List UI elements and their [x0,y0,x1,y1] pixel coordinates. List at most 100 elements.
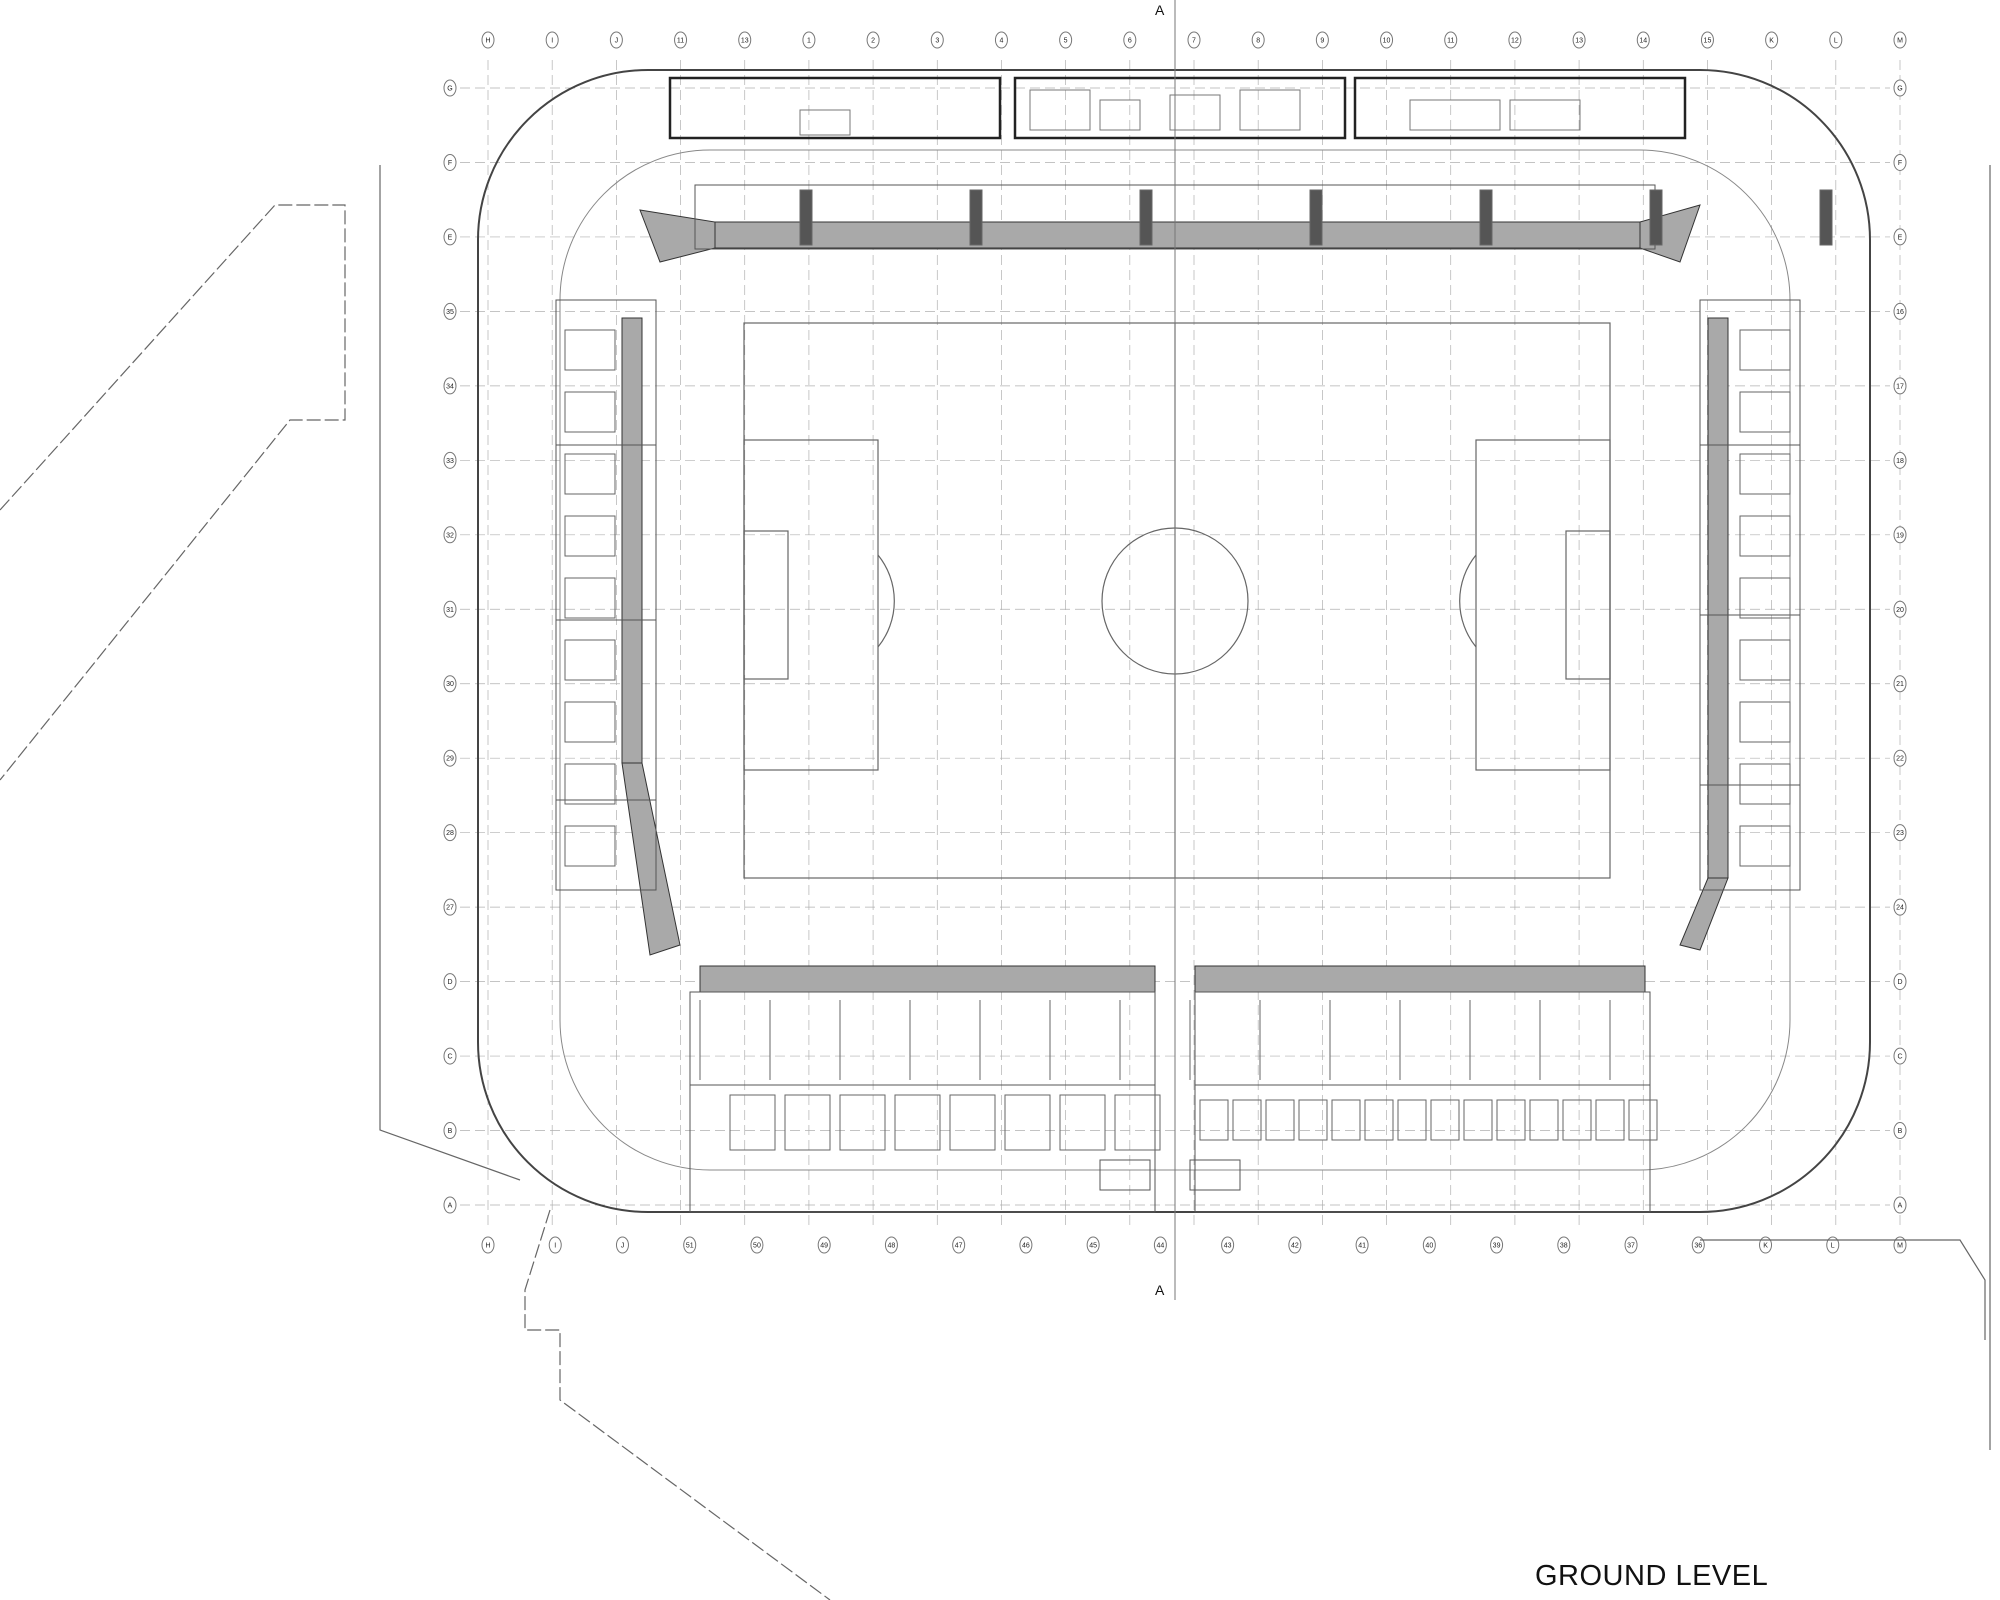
grid-bubble-label: M [1897,1243,1903,1250]
grid-bubble-bottom: 37 [1624,1236,1638,1254]
room [1232,1099,1262,1141]
grid-bubble-right: 17 [1893,377,1907,395]
column [799,189,813,246]
grid-bubble-right: 19 [1893,526,1907,544]
room [839,1094,886,1151]
column [1309,189,1323,246]
grid-bubble-label: K [1763,1243,1768,1250]
grid-bubble-left: 35 [443,302,457,320]
grid-bubble-bottom: 38 [1557,1236,1571,1254]
stand-rooms [564,189,1833,1151]
room [1199,1099,1229,1141]
grid-bubble-label: 44 [1156,1243,1164,1250]
column [1139,189,1153,246]
grid-bubble-top: 12 [1508,31,1522,49]
grid-bubble-bottom: 49 [817,1236,831,1254]
grid-bubble-top: M [1893,31,1907,49]
room [1059,1094,1106,1151]
grid-bubble-left: 34 [443,377,457,395]
grid-bubble-right: B [1893,1122,1907,1140]
grid-bubble-left: D [443,973,457,991]
column [1819,189,1833,246]
grid-bubble-label: 6 [1128,38,1132,45]
grid-bubble-bottom: 43 [1221,1236,1235,1254]
room [564,701,616,743]
grid-bubble-label: 32 [446,532,454,539]
grid-bubble-label: 8 [1256,38,1260,45]
grid-bubble-right: 24 [1893,898,1907,916]
grid-bubble-left: 30 [443,675,457,693]
room [1739,329,1791,371]
grid-bubble-label: F [1898,160,1902,167]
grid-bubble-top: 9 [1315,31,1329,49]
room [1628,1099,1658,1141]
grid-bubble-label: 14 [1639,38,1647,45]
grid-bubble-label: 5 [1064,38,1068,45]
grid-bubble-top: L [1829,31,1843,49]
room [564,763,616,805]
grid-bubble-bottom: 47 [952,1236,966,1254]
grid-bubble-bottom: 44 [1153,1236,1167,1254]
grid-bubble-label: 35 [446,309,454,316]
grid-bubble-label: 11 [677,38,684,45]
grid-bubble-bottom: 40 [1422,1236,1436,1254]
grid-bubble-label: 30 [446,681,454,688]
grid-bubble-label: 28 [446,830,454,837]
grid-bubble-label: 39 [1493,1243,1501,1250]
grid-bubble-right: 21 [1893,675,1907,693]
grid-bubble-label: 20 [1896,607,1904,614]
grid-bubble-label: 13 [1575,38,1583,45]
grid-bubble-top: K [1765,31,1779,49]
grid-bubble-label: L [1834,38,1838,45]
column [1479,189,1493,246]
grid-bubble-right: 22 [1893,749,1907,767]
grid-bubble-label: 10 [1383,38,1391,45]
grid-bubble-label: 19 [1896,532,1904,539]
room [1430,1099,1460,1141]
grid-bubble-right: E [1893,228,1907,246]
grid-bubble-top: 11 [674,31,688,49]
grid-bubble-top: 1 [802,31,816,49]
grid-bubble-left: B [443,1122,457,1140]
grid-bubble-label: A [448,1203,453,1210]
grid-bubble-top: 3 [930,31,944,49]
grid-bubble-label: 50 [753,1243,761,1250]
grid-bubble-bottom: 46 [1019,1236,1033,1254]
grid-bubble-left: 31 [443,600,457,618]
room [564,453,616,495]
grid-bubble-top: 13 [1572,31,1586,49]
grid-bubble-bottom: I [548,1236,562,1254]
grid-bubble-bottom: L [1826,1236,1840,1254]
room [1265,1099,1295,1141]
grid-bubble-top: 11 [1444,31,1458,49]
grid-bubble-right: 18 [1893,451,1907,469]
grid-bubble-bottom: 50 [750,1236,764,1254]
grid-bubble-label: 51 [686,1243,694,1250]
room [1004,1094,1051,1151]
grid-bubble-label: 43 [1224,1243,1232,1250]
grid-bubble-top: 8 [1251,31,1265,49]
grid-bubble-right: 16 [1893,302,1907,320]
room [1739,825,1791,867]
football-pitch [743,322,1611,879]
room [564,515,616,557]
room [729,1094,776,1151]
grid-bubble-top: 13 [738,31,752,49]
grid-bubble-label: I [554,1243,556,1250]
grid-bubble-label: 38 [1560,1243,1568,1250]
grid-bubble-label: 33 [446,458,454,465]
grid-bubble-label: C [1897,1054,1902,1061]
stand-frames [555,184,1801,1213]
grid-bubble-right: 23 [1893,824,1907,842]
grid-bubble-top: 5 [1059,31,1073,49]
grid-bubble-label: 2 [871,38,875,45]
grid-bubble-label: D [1897,979,1902,986]
grid-bubble-label: 23 [1896,830,1904,837]
grid-bubble-bottom: 41 [1355,1236,1369,1254]
grid-bubble-label: K [1769,38,1774,45]
grid-bubble-label: 45 [1089,1243,1097,1250]
grid-bubble-label: I [551,38,553,45]
grid-bubble-label: 17 [1896,383,1904,390]
grid-bubble-label: 15 [1704,38,1712,45]
